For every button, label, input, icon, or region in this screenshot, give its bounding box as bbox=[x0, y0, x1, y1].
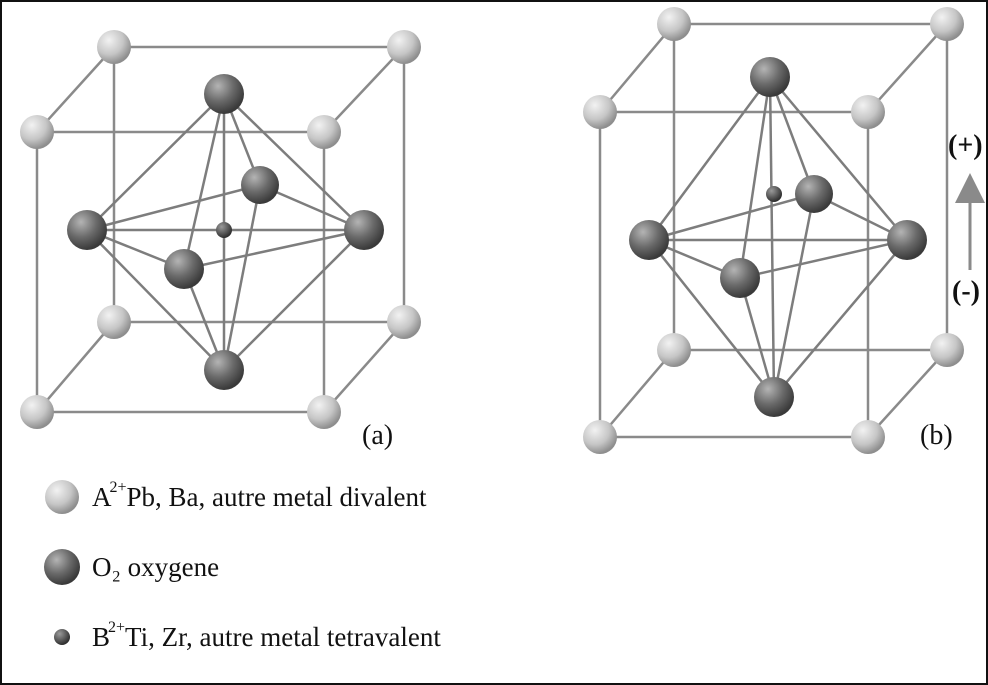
bond bbox=[86, 93, 225, 231]
bond bbox=[183, 228, 365, 271]
legend-label-b-site: B2+Ti, Zr, autre metal tetravalent bbox=[92, 618, 441, 652]
positive-pole-label: (+) bbox=[948, 130, 983, 161]
cell-edge bbox=[599, 349, 675, 438]
bond bbox=[738, 277, 776, 398]
dark-sphere-icon bbox=[44, 549, 80, 585]
atoms-a bbox=[20, 30, 421, 429]
legend-item-b-site: B2+Ti, Zr, autre metal tetravalent bbox=[42, 612, 441, 662]
bond bbox=[773, 239, 908, 398]
a-site-atom bbox=[387, 30, 421, 64]
bond bbox=[769, 76, 908, 241]
bond bbox=[223, 229, 365, 371]
bond bbox=[772, 193, 816, 398]
a-site-atom bbox=[657, 333, 691, 367]
a-site-atom bbox=[97, 30, 131, 64]
b-site-atom bbox=[216, 222, 232, 238]
a-site-atom bbox=[307, 395, 341, 429]
oxygen-atom bbox=[720, 258, 760, 298]
negative-pole-label: (-) bbox=[952, 276, 980, 307]
a-site-atom bbox=[307, 115, 341, 149]
oxygen-atom bbox=[629, 220, 669, 260]
a-site-atom bbox=[851, 95, 885, 129]
a-site-atom bbox=[851, 420, 885, 454]
oxygen-atom bbox=[750, 57, 790, 97]
oxygen-atom bbox=[887, 220, 927, 260]
a-site-atom bbox=[583, 95, 617, 129]
a-site-atom bbox=[387, 305, 421, 339]
panel-a-label: (a) bbox=[362, 420, 394, 451]
cell-edge bbox=[36, 46, 115, 133]
atoms-b bbox=[583, 7, 964, 454]
a-site-atom bbox=[930, 333, 964, 367]
oxygen-atom bbox=[754, 377, 794, 417]
oxygen-atom bbox=[204, 350, 244, 390]
bond bbox=[647, 76, 772, 241]
large-light-sphere-icon bbox=[45, 480, 79, 514]
unit-cell-a bbox=[35, 45, 406, 414]
b-site-atom bbox=[766, 186, 782, 202]
bond bbox=[223, 93, 365, 231]
cell-edge bbox=[599, 23, 675, 113]
unit-cell-b bbox=[598, 22, 949, 439]
oxygen-atom bbox=[241, 166, 279, 204]
a-site-atom bbox=[657, 7, 691, 41]
oxygen-atom bbox=[164, 249, 204, 289]
a-site-atom bbox=[583, 420, 617, 454]
bond bbox=[738, 76, 772, 279]
panel-b-label: (b) bbox=[920, 420, 953, 451]
a-site-atom bbox=[20, 395, 54, 429]
cell-edge bbox=[323, 46, 405, 133]
legend-label-oxygen: O₂ oxygene bbox=[92, 551, 220, 582]
oxygen-atom bbox=[67, 210, 107, 250]
bond bbox=[222, 184, 262, 371]
cell-edge bbox=[323, 321, 405, 413]
legend-item-a-site: A2+Pb, Ba, autre metal divalent bbox=[42, 472, 426, 522]
bond bbox=[86, 229, 225, 371]
bond bbox=[768, 76, 776, 398]
cell-edge bbox=[867, 23, 948, 113]
a-site-atom bbox=[930, 7, 964, 41]
a-site-atom bbox=[97, 305, 131, 339]
small-dark-sphere-icon bbox=[54, 629, 70, 645]
oxygen-atom bbox=[204, 74, 244, 114]
bond bbox=[768, 76, 816, 195]
oxygen-atom bbox=[344, 210, 384, 250]
bond bbox=[86, 183, 261, 232]
bond bbox=[739, 238, 908, 280]
bond bbox=[648, 192, 815, 242]
oxygen-atom bbox=[795, 175, 833, 213]
bond bbox=[648, 239, 775, 398]
cell-edge bbox=[867, 349, 948, 438]
legend-label-a-site: A2+Pb, Ba, autre metal divalent bbox=[92, 478, 427, 512]
cell-edge bbox=[36, 321, 115, 413]
bond bbox=[182, 93, 226, 270]
a-site-atom bbox=[20, 115, 54, 149]
legend-item-oxygen: O₂ oxygene bbox=[42, 542, 219, 592]
